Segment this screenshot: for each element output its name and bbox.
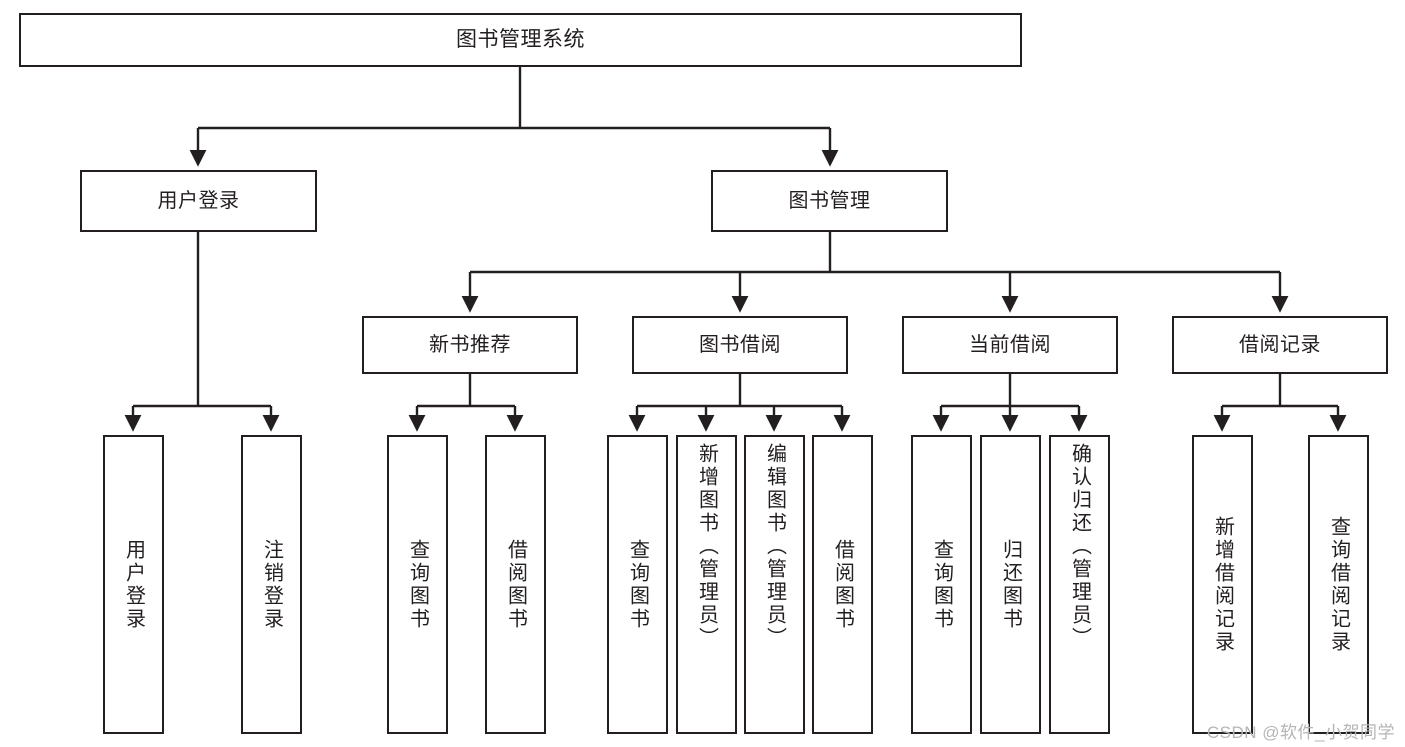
leaf-borrow-book-borrow[interactable]: 借阅图书 — [812, 435, 873, 734]
csdn-watermark: CSDN @软件_小贺同学 — [1206, 723, 1395, 742]
node-label: 当前借阅 — [969, 333, 1051, 356]
node-label: 图书管理 — [788, 189, 871, 212]
node-borrowing-records[interactable]: 借阅记录 — [1172, 316, 1388, 374]
node-label: 查询借阅记录 — [1327, 515, 1350, 654]
node-user-login[interactable]: 用户登录 — [80, 170, 317, 232]
leaf-edit-book-admin[interactable]: 编辑图书（管理员） — [744, 435, 805, 734]
node-label: 用户登录 — [122, 538, 145, 631]
node-label: 新增图书（管理员） — [695, 443, 718, 650]
leaf-user-login[interactable]: 用户登录 — [103, 435, 164, 734]
node-current-borrowing[interactable]: 当前借阅 — [902, 316, 1118, 374]
node-label: 查询图书 — [626, 538, 649, 631]
leaf-add-borrow-record[interactable]: 新增借阅记录 — [1192, 435, 1253, 734]
leaf-query-book-newrec[interactable]: 查询图书 — [387, 435, 448, 734]
leaf-logout[interactable]: 注销登录 — [241, 435, 302, 734]
node-label: 新书推荐 — [429, 333, 511, 356]
node-label: 图书借阅 — [699, 333, 781, 356]
node-new-book-recommendation[interactable]: 新书推荐 — [362, 316, 578, 374]
node-label: 用户登录 — [157, 189, 240, 212]
leaf-return-book[interactable]: 归还图书 — [980, 435, 1041, 734]
node-label: 编辑图书（管理员） — [763, 443, 786, 650]
node-label: 注销登录 — [260, 538, 283, 631]
node-label: 新增借阅记录 — [1211, 515, 1234, 654]
leaf-add-book-admin[interactable]: 新增图书（管理员） — [676, 435, 737, 734]
node-label: 归还图书 — [999, 538, 1022, 631]
node-root-book-management-system[interactable]: 图书管理系统 — [19, 13, 1022, 67]
leaf-query-borrow-record[interactable]: 查询借阅记录 — [1308, 435, 1369, 734]
node-label: 查询图书 — [930, 538, 953, 631]
leaf-confirm-return-admin[interactable]: 确认归还（管理员） — [1049, 435, 1110, 734]
node-book-management[interactable]: 图书管理 — [711, 170, 948, 232]
node-label: 借阅记录 — [1239, 333, 1321, 356]
leaf-query-book-current[interactable]: 查询图书 — [911, 435, 972, 734]
node-book-borrowing[interactable]: 图书借阅 — [632, 316, 848, 374]
node-label: 借阅图书 — [504, 538, 527, 631]
leaf-query-book-borrow[interactable]: 查询图书 — [607, 435, 668, 734]
node-label: 图书管理系统 — [456, 28, 585, 52]
node-label: 查询图书 — [406, 538, 429, 631]
node-label: 借阅图书 — [831, 538, 854, 631]
node-label: 确认归还（管理员） — [1068, 443, 1091, 650]
leaf-borrow-book-newrec[interactable]: 借阅图书 — [485, 435, 546, 734]
